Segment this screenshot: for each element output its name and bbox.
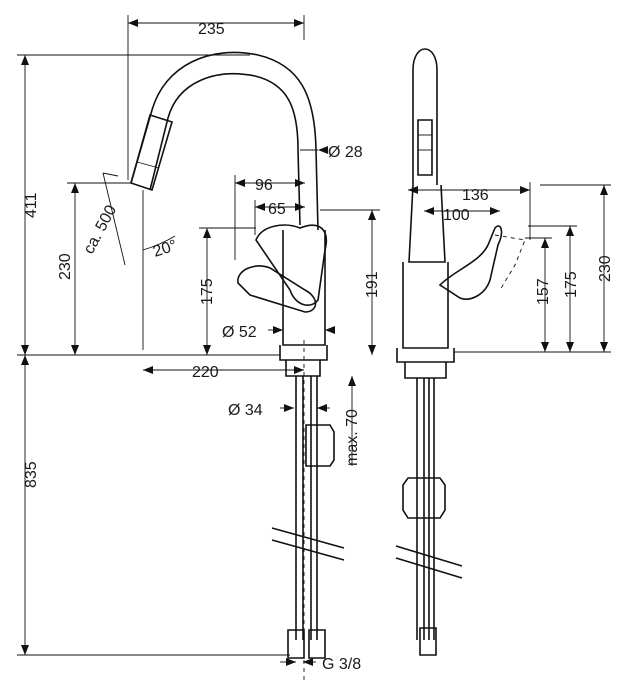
connection-fittings [287, 629, 326, 659]
front-view [130, 51, 345, 680]
label-175-left: 175 [199, 278, 216, 305]
spray-head [130, 113, 173, 192]
mounting-nut [305, 424, 335, 467]
label-230-left: 230 [57, 253, 74, 280]
lever-handle [237, 265, 317, 313]
side-body [402, 262, 449, 349]
label-96: 96 [255, 177, 273, 194]
front-dimensions [17, 15, 380, 666]
label-835: 835 [23, 461, 40, 488]
spout-arc [130, 51, 319, 231]
side-view [395, 48, 526, 656]
label-diameter-28: Ø 28 [328, 144, 363, 161]
label-157: 157 [535, 278, 552, 305]
side-mounting-nut [402, 477, 446, 519]
label-100: 100 [443, 207, 470, 224]
side-dimensions [408, 182, 611, 353]
label-411: 411 [23, 192, 40, 218]
label-235: 235 [198, 21, 225, 38]
label-220: 220 [192, 364, 219, 381]
faucet-body [282, 230, 326, 346]
label-diameter-34: Ø 34 [228, 402, 263, 419]
label-65: 65 [268, 201, 286, 218]
label-191: 191 [364, 271, 381, 298]
label-230-right: 230 [597, 255, 614, 282]
label-max-70: max. 70 [344, 409, 361, 466]
label-175-right: 175 [563, 271, 580, 298]
label-g-3-8: G 3/8 [322, 656, 361, 673]
side-spout [412, 48, 438, 185]
label-136: 136 [462, 187, 489, 204]
label-diameter-52: Ø 52 [222, 324, 257, 341]
label-20-degree: 20° [151, 237, 179, 261]
label-ca-500: ca. 500 [81, 202, 121, 256]
side-lever [438, 225, 503, 300]
